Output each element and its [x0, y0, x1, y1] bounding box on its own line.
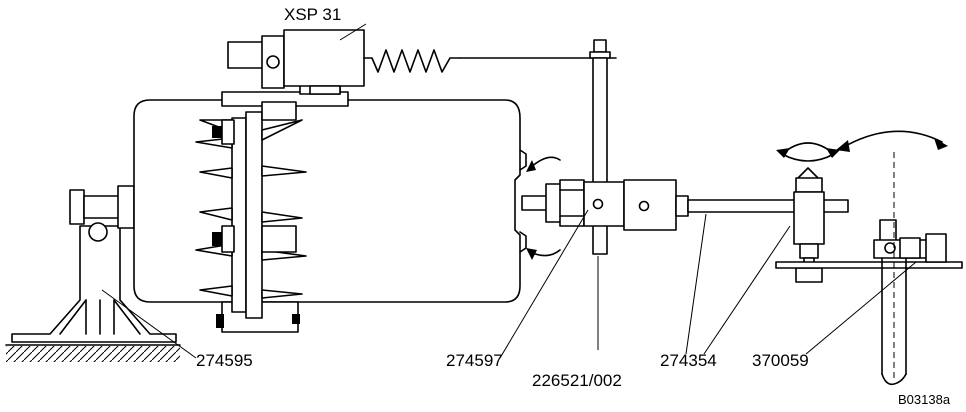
label-274595: 274595 [196, 351, 253, 370]
rotation-arrow-post [836, 130, 948, 152]
clamp-bracket [775, 219, 963, 269]
leader-lines [101, 23, 917, 359]
motor-housing [133, 79, 527, 333]
limit-switch [227, 29, 617, 95]
label-xsp31: XSP 31 [284, 5, 341, 24]
label-226521: 226521/002 [532, 371, 622, 390]
rotation-arrow-coupling [526, 156, 561, 260]
label-274354: 274354 [660, 351, 717, 370]
shaft-coupling [521, 179, 689, 231]
ground-hatch [5, 344, 181, 362]
knob-assembly [793, 167, 825, 283]
rotation-arrow-knob [776, 142, 840, 162]
pedestal-bracket [11, 185, 177, 343]
label-370059: 370059 [752, 351, 809, 370]
fan-assembly [195, 101, 307, 319]
vertical-post [881, 152, 907, 386]
label-274597: 274597 [446, 351, 503, 370]
drawing-reference: B03138a [898, 392, 951, 407]
